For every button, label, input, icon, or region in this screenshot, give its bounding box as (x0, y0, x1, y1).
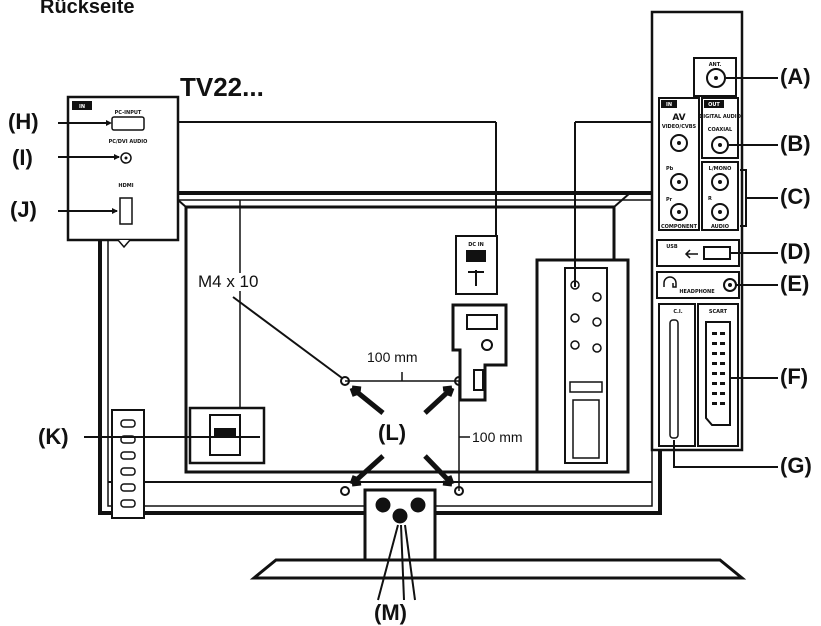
l-mono-text: L/MONO (709, 166, 732, 172)
tv-stand (249, 488, 747, 601)
callout-k: (K) (38, 424, 69, 449)
in-label-left: IN (79, 104, 85, 110)
audio-text: AUDIO (711, 224, 729, 230)
ci-text: C.I. (673, 309, 682, 315)
svg-text:DC IN: DC IN (468, 242, 484, 248)
callout-j: (J) (10, 197, 37, 222)
side-connector-panel (535, 122, 630, 474)
callout-m: (M) (374, 600, 407, 625)
pc-input-text: PC-INPUT (115, 110, 142, 116)
scart-text: SCART (709, 309, 728, 315)
horizontal-spacing-label: 100 mm (365, 348, 420, 366)
pb-text: Pb (666, 166, 674, 172)
center-ports: DC IN (451, 235, 508, 402)
callout-g: (G) (780, 453, 812, 478)
headphone-text: HEADPHONE (679, 289, 715, 295)
out-label: OUT (708, 102, 720, 108)
r-text: R (708, 196, 712, 202)
callout-l: (L) (378, 420, 407, 445)
model-label: TV22... (180, 72, 264, 102)
ant-text: ANT. (709, 62, 722, 68)
callout-h: (H) (8, 109, 39, 134)
heading: Rückseite (40, 0, 135, 18)
pc-audio-text: PC/DVI AUDIO (109, 139, 148, 145)
av-text: AV (672, 113, 685, 123)
screw-size-label: M4 x 10 (196, 272, 261, 291)
component-text: COMPONENT (661, 224, 698, 230)
callout-e: (E) (780, 271, 810, 296)
in-label-right: IN (666, 102, 672, 108)
right-inset-panel: ANT. IN AV VIDEO/CVBS Pb Pr COMPONENT OU… (575, 10, 778, 468)
video-cvbs-text: VIDEO/CVBS (662, 124, 697, 130)
pr-text: Pr (666, 197, 673, 203)
vertical-spacing-label: 100 mm (470, 428, 525, 446)
callout-a: (A) (780, 64, 811, 89)
callout-f: (F) (780, 364, 809, 389)
digital-audio-text: DIGITAL AUDIO (699, 114, 741, 120)
left-inset-panel: IN PC-INPUT PC/DVI AUDIO HDMI (58, 95, 497, 249)
coaxial-text: COAXIAL (708, 127, 733, 133)
hdmi-text: HDMI (118, 183, 133, 189)
usb-text: USB (666, 244, 678, 250)
side-buttons (84, 406, 266, 519)
callout-d: (D) (780, 239, 811, 264)
callout-c: (C) (780, 184, 811, 209)
callout-b: (B) (780, 131, 811, 156)
callout-i: (I) (12, 145, 33, 170)
